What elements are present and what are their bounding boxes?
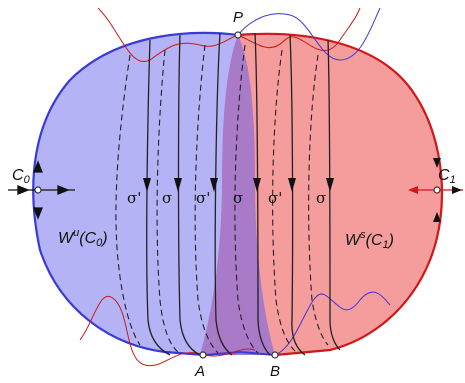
- unstable-boundary-curve: [32, 31, 239, 357]
- c0-arrow-out-right: [57, 185, 70, 195]
- flow-line-dashed-3: [194, 44, 219, 354]
- c0-arrow-up: [33, 160, 43, 173]
- label-C1: C1: [438, 167, 456, 186]
- flow-line-dashed-1: [115, 54, 141, 346]
- red-wiggle-bottom: [79, 295, 256, 367]
- label-B: B: [270, 363, 280, 380]
- flow-arrows: [143, 178, 334, 192]
- sigma-label-6: σ: [316, 189, 326, 207]
- solid-flow-lines: [146, 32, 341, 356]
- overlap-region: [200, 35, 275, 355]
- point-P: [234, 31, 242, 39]
- flow-arrow-1: [143, 178, 151, 192]
- dashed-flow-lines: [115, 44, 329, 354]
- label-C0: C0: [12, 167, 31, 186]
- label-P: P: [233, 9, 243, 26]
- flow-line-solid-6: [327, 39, 341, 351]
- sigma-label-5: σ': [268, 189, 282, 207]
- sigma-label-2: σ: [162, 189, 172, 207]
- c1-arrow-right: [452, 186, 462, 194]
- label-A: A: [194, 363, 205, 380]
- c1-separatrices: [408, 158, 463, 222]
- flow-line-dashed-5: [272, 49, 297, 353]
- c1-arrow-down-top: [433, 158, 441, 168]
- flow-line-solid-3: [214, 32, 233, 356]
- flow-arrow-5: [288, 178, 296, 192]
- stable-boundary-curve: [237, 32, 444, 357]
- label-Wu-C0: Wu(C0): [58, 227, 108, 249]
- blue-wiggle-bottom: [274, 291, 391, 356]
- c0-arrow-in-left: [17, 185, 30, 195]
- flow-arrow-6: [326, 178, 334, 192]
- flow-arrow-3: [210, 178, 218, 192]
- stable-manifold-region: [238, 33, 442, 355]
- point-C0: [34, 186, 42, 194]
- flow-line-dashed-2: [156, 49, 179, 353]
- c1-arrow-left: [408, 186, 418, 194]
- label-Ws-C1: Ws(C1): [345, 229, 394, 251]
- flow-line-solid-5: [289, 34, 306, 356]
- c0-arrow-down: [33, 207, 43, 220]
- blue-wiggle-top: [237, 7, 381, 61]
- c1-arrow-up-bottom: [433, 212, 441, 222]
- point-C1: [433, 186, 441, 194]
- flow-line-solid-2: [177, 34, 201, 356]
- point-B: [271, 351, 279, 359]
- flow-line-dashed-4: [234, 44, 259, 354]
- flow-line-solid-1: [146, 39, 171, 356]
- point-A: [199, 351, 207, 359]
- flow-line-dashed-6: [308, 54, 329, 346]
- sigma-label-4: σ: [233, 189, 243, 207]
- sigma-label-1: σ': [127, 189, 141, 207]
- unstable-manifold-region: [33, 32, 238, 355]
- flow-line-solid-4: [254, 32, 271, 356]
- flow-arrow-4: [253, 178, 261, 192]
- sigma-label-3: σ': [196, 189, 210, 207]
- flow-arrow-2: [174, 178, 182, 192]
